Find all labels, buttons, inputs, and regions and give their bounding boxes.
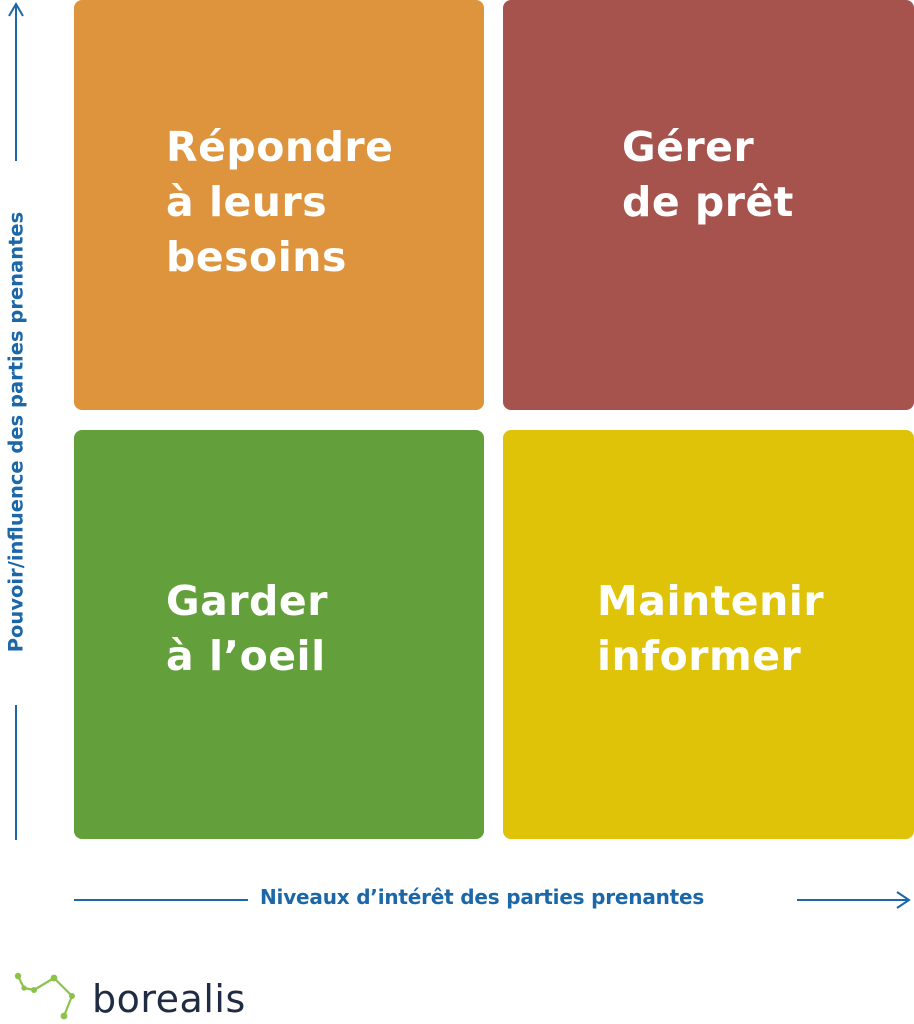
quadrant-top-left-line3: besoins [166, 233, 347, 281]
y-axis-label: Pouvoir/influence des parties prenantes [4, 211, 28, 653]
quadrant-top-left: Répondre à leurs besoins [74, 0, 484, 410]
x-axis-line-left [74, 899, 248, 901]
quadrant-bottom-left-label: Garder à l’oeil [166, 574, 328, 684]
quadrant-bottom-right-line1: Maintenir [597, 577, 825, 625]
constellation-icon [14, 972, 75, 1020]
quadrant-top-right-line1: Gérer [622, 123, 755, 171]
x-axis-arrow-icon [893, 891, 911, 909]
quadrant-bottom-left: Garder à l’oeil [74, 430, 484, 839]
quadrant-top-right-label: Gérer de prêt [622, 120, 794, 230]
quadrant-top-left-line1: Répondre [166, 123, 394, 171]
x-axis-label: Niveaux d’intérêt des parties prenantes [260, 885, 705, 909]
quadrant-top-left-label: Répondre à leurs besoins [166, 120, 393, 285]
quadrant-bottom-left-line1: Garder [166, 577, 328, 625]
logo-wordmark: borealis [92, 977, 246, 1021]
y-axis-line-bottom [15, 705, 17, 840]
y-axis-line-top [15, 16, 17, 161]
quadrant-top-left-line2: à leurs [166, 178, 328, 226]
quadrant-top-right: Gérer de prêt [503, 0, 914, 410]
quadrant-bottom-right-label: Maintenir informer [597, 574, 824, 684]
quadrant-top-right-line2: de prêt [622, 178, 794, 226]
quadrant-bottom-right: Maintenir informer [503, 430, 914, 839]
x-axis-line-right [797, 899, 897, 901]
quadrant-bottom-right-line2: informer [597, 632, 802, 680]
quadrant-bottom-left-line2: à l’oeil [166, 632, 326, 680]
